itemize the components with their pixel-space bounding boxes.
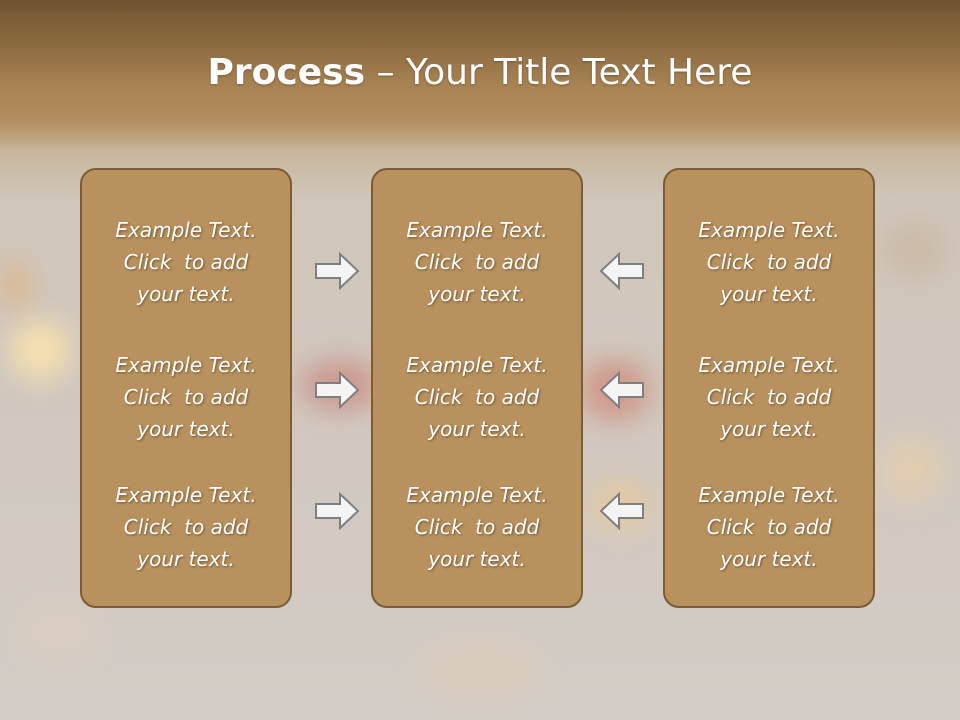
text-line: Example Text.	[406, 353, 548, 377]
text-line: Example Text.	[698, 218, 840, 242]
text-line: your text.	[428, 282, 526, 306]
text-line: Click to add	[414, 385, 540, 409]
text-block[interactable]: Example Text. Click to add your text.	[665, 349, 873, 445]
text-line: Example Text.	[406, 218, 548, 242]
text-line: Example Text.	[115, 483, 257, 507]
bokeh-light	[880, 440, 940, 500]
arrow-right-icon[interactable]	[314, 370, 362, 410]
text-line: Example Text.	[698, 483, 840, 507]
panel-center[interactable]: Example Text. Click to add your text. Ex…	[371, 168, 583, 608]
text-block[interactable]: Example Text. Click to add your text.	[373, 349, 581, 445]
text-block[interactable]: Example Text. Click to add your text.	[82, 214, 290, 310]
arrow-right-icon[interactable]	[314, 491, 362, 531]
text-line: Click to add	[706, 250, 832, 274]
text-line: Example Text.	[406, 483, 548, 507]
arrow-right-icon[interactable]	[314, 251, 362, 291]
arrow-left-icon[interactable]	[597, 251, 645, 291]
panel-left[interactable]: Example Text. Click to add your text. Ex…	[80, 168, 292, 608]
text-line: Click to add	[123, 250, 249, 274]
text-line: your text.	[720, 282, 818, 306]
arrow-left-icon[interactable]	[597, 491, 645, 531]
bokeh-light	[0, 260, 30, 310]
bokeh-light	[20, 600, 100, 660]
title-rest: – Your Title Text Here	[365, 52, 753, 93]
header-band	[0, 0, 960, 150]
title-bold: Process	[207, 52, 366, 93]
text-block[interactable]: Example Text. Click to add your text.	[373, 479, 581, 575]
text-line: your text.	[137, 282, 235, 306]
text-line: Click to add	[414, 515, 540, 539]
bokeh-light	[10, 320, 70, 380]
text-block[interactable]: Example Text. Click to add your text.	[82, 349, 290, 445]
bokeh-light	[880, 220, 950, 280]
bokeh-light	[420, 640, 540, 700]
text-line: Example Text.	[698, 353, 840, 377]
text-line: Click to add	[706, 385, 832, 409]
arrow-left-icon[interactable]	[597, 370, 645, 410]
panel-right[interactable]: Example Text. Click to add your text. Ex…	[663, 168, 875, 608]
text-line: Example Text.	[115, 218, 257, 242]
text-line: Click to add	[123, 385, 249, 409]
text-line: your text.	[428, 417, 526, 441]
text-block[interactable]: Example Text. Click to add your text.	[82, 479, 290, 575]
text-block[interactable]: Example Text. Click to add your text.	[665, 479, 873, 575]
text-line: Example Text.	[115, 353, 257, 377]
text-line: your text.	[720, 547, 818, 571]
slide-title[interactable]: Process – Your Title Text Here	[0, 52, 960, 93]
text-block[interactable]: Example Text. Click to add your text.	[373, 214, 581, 310]
text-line: your text.	[428, 547, 526, 571]
text-line: your text.	[137, 547, 235, 571]
text-line: Click to add	[414, 250, 540, 274]
text-line: your text.	[720, 417, 818, 441]
text-line: your text.	[137, 417, 235, 441]
text-block[interactable]: Example Text. Click to add your text.	[665, 214, 873, 310]
text-line: Click to add	[706, 515, 832, 539]
text-line: Click to add	[123, 515, 249, 539]
